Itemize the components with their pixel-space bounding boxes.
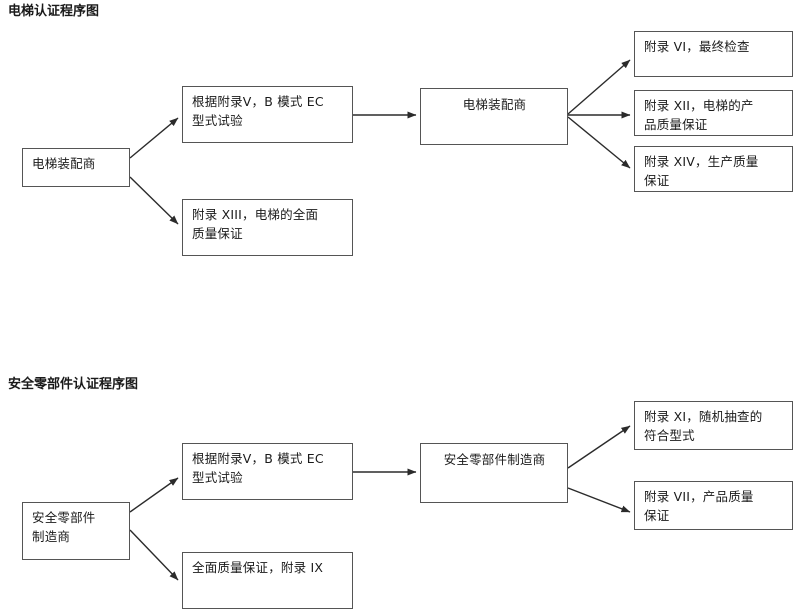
edge-source-to-module-b-2 [129,477,179,513]
node-safety-component-manufacturer[interactable]: 安全零部件制造商 [420,443,568,503]
node-label: 附录 VII，产品质量 保证 [644,489,754,523]
node-safety-component-source[interactable]: 安全零部件 制造商 [22,502,130,560]
node-elevator-assembler[interactable]: 电梯装配商 [420,88,568,145]
node-module-b-test-2[interactable]: 根据附录Ⅴ，B 模式 EC 型式试验 [182,443,353,500]
edge-source-to-annex-ix [129,529,179,581]
node-label: 安全零部件 制造商 [32,510,96,544]
node-annex-xiii[interactable]: 附录 XIII，电梯的全面 质量保证 [182,199,353,256]
node-label: 根据附录Ⅴ，B 模式 EC 型式试验 [192,94,324,128]
node-label: 全面质量保证，附录 IX [192,560,324,575]
node-module-b-test-1[interactable]: 根据附录Ⅴ，B 模式 EC 型式试验 [182,86,353,143]
node-label: 根据附录Ⅴ，B 模式 EC 型式试验 [192,451,324,485]
node-elevator-source[interactable]: 电梯装配商 [22,148,130,187]
edge-assembler-to-annex-xiv [567,116,631,169]
diagram-title-safety-component: 安全零部件认证程序图 [8,377,139,392]
node-label: 附录 XIII，电梯的全面 质量保证 [192,207,319,241]
node-annex-vii[interactable]: 附录 VII，产品质量 保证 [634,481,793,530]
edge-manufacturer-to-annex-xi [567,425,631,469]
edge-manufacturer-to-annex-vii [567,487,631,513]
node-label: 安全零部件制造商 [443,452,546,467]
edge-source-to-annex-xiii [129,176,179,225]
node-annex-xiv[interactable]: 附录 XIV，生产质量 保证 [634,146,793,192]
node-label: 附录 VI，最终检查 [644,39,750,54]
node-label: 附录 XII，电梯的产 品质量保证 [644,98,754,132]
node-annex-ix[interactable]: 全面质量保证，附录 IX [182,552,353,609]
node-annex-vi[interactable]: 附录 VI，最终检查 [634,31,793,77]
node-label: 电梯装配商 [462,97,527,112]
edge-assembler-to-annex-vi [567,59,631,115]
node-annex-xii[interactable]: 附录 XII，电梯的产 品质量保证 [634,90,793,136]
edge-source-to-module-b-1 [129,117,179,159]
node-label: 电梯装配商 [32,156,96,171]
diagram-title-elevator: 电梯认证程序图 [8,4,100,19]
node-annex-xi[interactable]: 附录 XI，随机抽查的 符合型式 [634,401,793,450]
node-label: 附录 XIV，生产质量 保证 [644,154,759,188]
node-label: 附录 XI，随机抽查的 符合型式 [644,409,763,443]
